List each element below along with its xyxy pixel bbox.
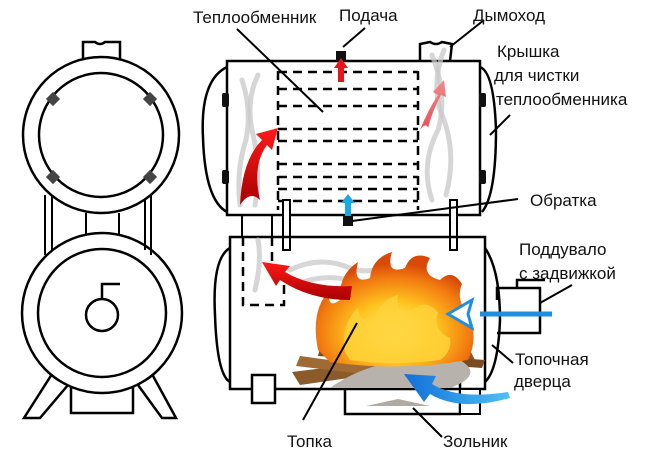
bolt-icon bbox=[45, 169, 61, 185]
leader-firebox-door bbox=[491, 344, 514, 364]
leader-blower bbox=[539, 284, 573, 304]
air-arrow-icon bbox=[445, 296, 475, 332]
latch-icon bbox=[222, 170, 229, 184]
hot-gas-arrow-icon bbox=[240, 128, 278, 205]
label-chimney: Дымоход bbox=[473, 6, 545, 25]
front-lower-inner-ring bbox=[36, 247, 168, 379]
label-blower-2: с задвижкой bbox=[519, 264, 616, 283]
leader-ash-pan bbox=[412, 407, 443, 438]
label-heat-exchanger: Теплообменник bbox=[193, 8, 317, 27]
latch-icon bbox=[222, 93, 229, 107]
smoke bbox=[434, 47, 454, 198]
latch-icon bbox=[479, 93, 486, 107]
flue-gas-arrow-icon bbox=[420, 80, 446, 130]
leader-cleaning-cover bbox=[489, 114, 511, 136]
label-cleaning-cover-2: для чистки bbox=[494, 66, 579, 85]
front-left-rail bbox=[44, 195, 53, 255]
side-view: Теплообменник Подача Дымоход Крышка для … bbox=[193, 6, 628, 451]
lower-left-end-cap bbox=[213, 246, 231, 384]
leader-heat-exchanger bbox=[236, 28, 324, 113]
front-right-rail bbox=[144, 195, 152, 255]
blower-damper-handle bbox=[515, 278, 545, 288]
label-blower-1: Поддувало bbox=[519, 240, 607, 259]
connector-post bbox=[449, 199, 458, 251]
bolt-icon bbox=[142, 169, 158, 185]
door-handle-icon bbox=[100, 282, 120, 299]
front-upper-outer-ring bbox=[21, 55, 181, 215]
leader-return bbox=[351, 198, 519, 222]
supply-outlet bbox=[336, 51, 346, 61]
firebox-door bbox=[483, 247, 502, 383]
front-right-leg bbox=[136, 373, 179, 420]
ash-heap bbox=[330, 358, 471, 388]
smoke bbox=[252, 237, 262, 293]
connector-post bbox=[282, 199, 291, 251]
label-firebox-door-2: дверца bbox=[514, 372, 571, 391]
label-supply: Подача bbox=[339, 6, 398, 25]
support-foot bbox=[250, 373, 277, 405]
label-cleaning-cover-3: теплообменника bbox=[496, 90, 628, 109]
ash-pile-icon bbox=[366, 399, 430, 406]
label-cleaning-cover-1: Крышка bbox=[497, 42, 560, 61]
air-under-grate-arrow-icon bbox=[404, 374, 510, 405]
front-chimney-stub bbox=[81, 40, 122, 60]
hot-gas-arrow-icon bbox=[262, 262, 352, 300]
label-ash-pan: Зольник bbox=[443, 432, 508, 451]
supply-arrow-icon bbox=[334, 58, 348, 82]
return-arrow-icon bbox=[341, 194, 355, 216]
heat-exchanger-body bbox=[225, 59, 482, 217]
label-return: Обратка bbox=[530, 191, 597, 210]
front-upper-inner-ring bbox=[37, 71, 165, 199]
latch-icon bbox=[479, 170, 486, 184]
label-firebox-door-1: Топочная bbox=[515, 350, 589, 369]
gas-passage bbox=[241, 215, 273, 237]
front-left-leg bbox=[21, 373, 69, 420]
cleaning-cover bbox=[479, 65, 498, 213]
leader-firebox bbox=[302, 322, 358, 421]
front-view bbox=[20, 40, 184, 420]
fire-flames-icon bbox=[315, 252, 474, 367]
door-knob-icon bbox=[84, 297, 120, 333]
blower-duct bbox=[495, 286, 542, 335]
chimney-pipe bbox=[418, 40, 454, 62]
heat-exchanger-tubes bbox=[276, 70, 420, 210]
upper-left-end-cap bbox=[201, 65, 228, 214]
gas-baffle bbox=[241, 237, 286, 307]
label-firebox: Топка bbox=[287, 432, 333, 451]
front-lower-outer-ring bbox=[20, 231, 184, 395]
front-ash-box bbox=[69, 386, 135, 415]
return-inlet bbox=[343, 216, 353, 226]
leader-chimney bbox=[449, 19, 485, 48]
smoke bbox=[236, 77, 251, 208]
front-connector bbox=[85, 213, 120, 236]
leader-lines bbox=[236, 19, 573, 438]
leader-supply bbox=[342, 27, 366, 48]
